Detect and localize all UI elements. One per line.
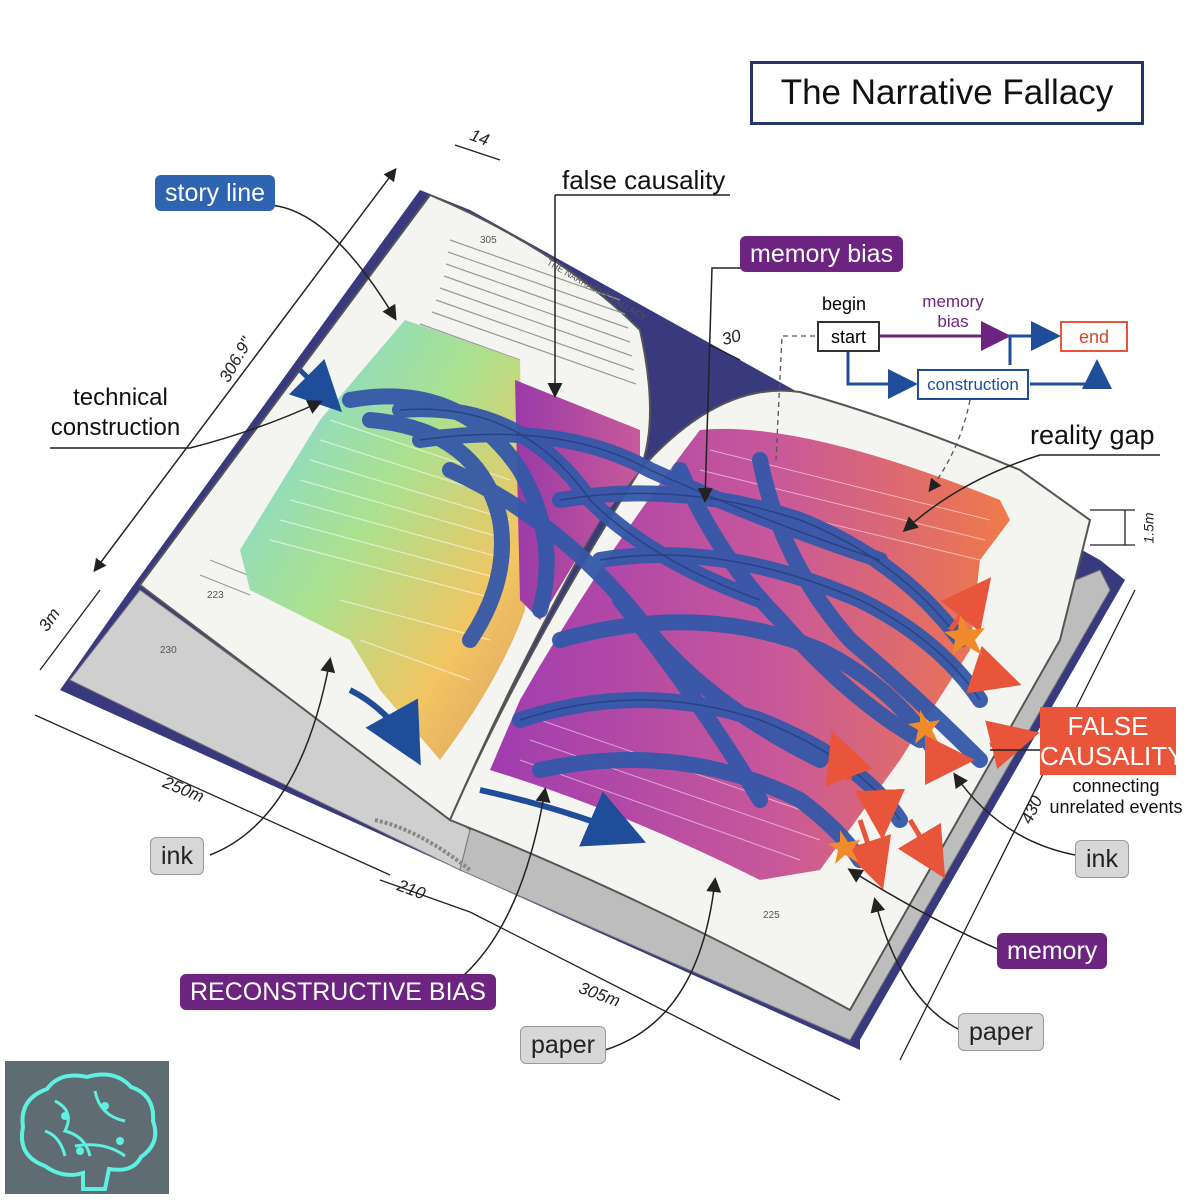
technical-construction-label: technical construction: [51, 383, 183, 443]
flow-construction-box: construction: [917, 369, 1029, 400]
page-number-225: 225: [763, 910, 780, 921]
reconstructive-bias-tag: RECONSTRUCTIVE BIAS: [180, 974, 496, 1010]
page-number-230: 230: [160, 645, 177, 656]
flow-bias-line: bias: [937, 312, 969, 331]
dim-1-5m: 1.5m: [1140, 512, 1157, 544]
page-number-305: 305: [480, 235, 497, 246]
connecting-line2: unrelated events: [1049, 797, 1183, 817]
technical-label-line1: technical: [73, 384, 168, 411]
flow-begin: begin: [822, 294, 867, 314]
connecting-label: connecting unrelated events: [1046, 776, 1186, 818]
connecting-line1: connecting: [1072, 776, 1160, 796]
paper-tag-right: paper: [958, 1013, 1044, 1051]
flow-end-box: end: [1060, 321, 1128, 352]
memory-bias-tag: memory bias: [740, 236, 904, 272]
title-box: The Narrative Fallacy: [750, 61, 1144, 125]
page-number-223: 223: [207, 590, 224, 601]
flow-memory-line: memory: [922, 292, 984, 311]
brain-logo: [5, 1061, 169, 1194]
paper-tag-left: paper: [520, 1026, 606, 1064]
flow-start-box: start: [817, 321, 880, 352]
false-causality-arrows: [825, 577, 1040, 890]
flow-memory-bias: memory bias: [918, 292, 988, 332]
ink-tag-left: ink: [150, 837, 204, 875]
technical-label-line2: construction: [50, 414, 181, 441]
story-line-tag: story line: [155, 175, 276, 211]
false-line: FALSE: [1067, 711, 1149, 741]
false-causality-label: false causality: [562, 165, 726, 195]
false-causality-box: FALSE CAUSALITY: [1040, 707, 1185, 775]
ink-tag-right: ink: [1075, 840, 1129, 878]
reality-gap-label: reality gap: [1030, 420, 1155, 450]
brain-puzzle-icon: [20, 1072, 158, 1191]
memory-tag: memory: [997, 933, 1108, 969]
causality-line: CAUSALITY: [1040, 741, 1185, 771]
page-title: The Narrative Fallacy: [780, 73, 1114, 112]
